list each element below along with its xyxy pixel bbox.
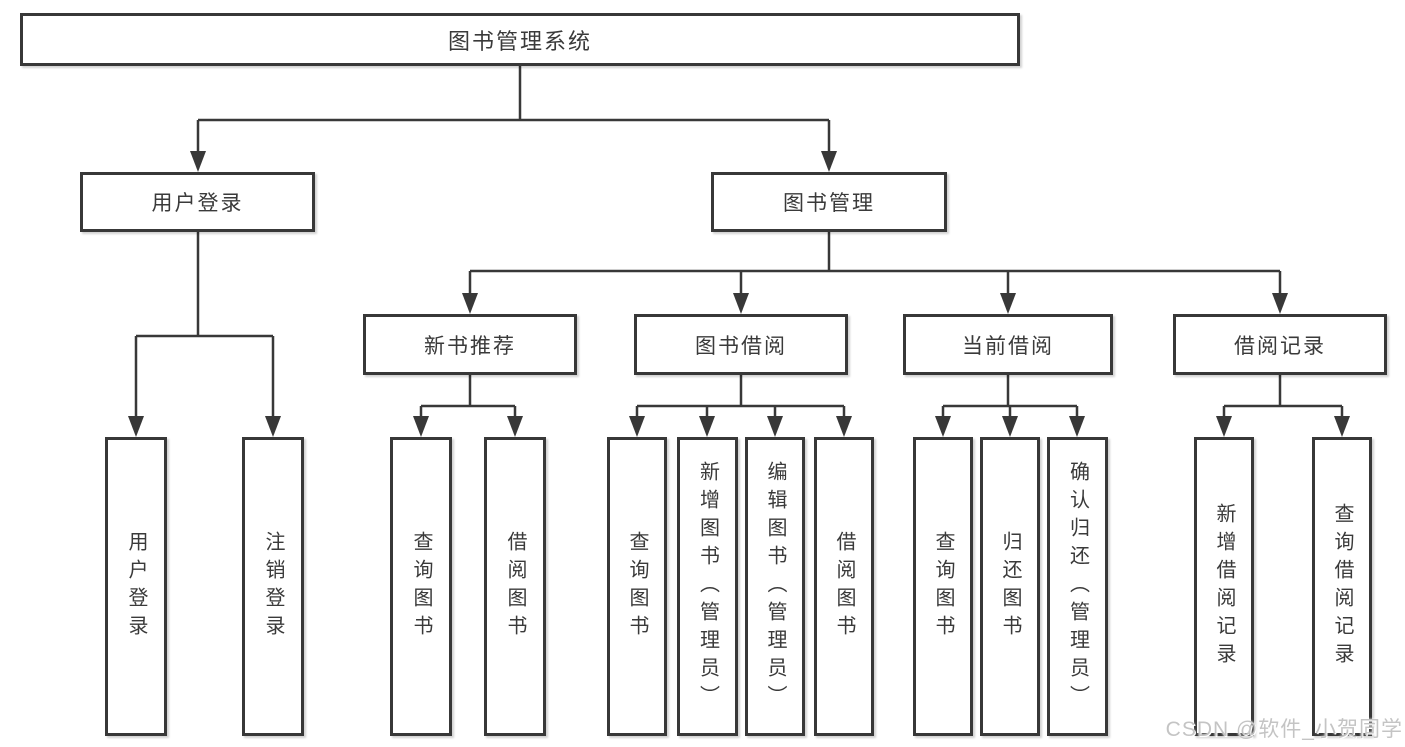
leaf-query-books-borrow: 查询图书 xyxy=(607,437,667,736)
node-root-book-management-system: 图书管理系统 xyxy=(20,13,1020,66)
node-user-login: 用户登录 xyxy=(80,172,315,232)
node-book-borrow: 图书借阅 xyxy=(634,314,848,375)
leaf-add-borrow-record: 新增借阅记录 xyxy=(1194,437,1254,736)
leaf-confirm-return-admin: 确认归还（管理员） xyxy=(1047,437,1108,736)
arrowhead-icons xyxy=(128,151,1350,437)
watermark: CSDN @软件_小贺同学 xyxy=(1165,718,1403,741)
leaf-borrow-books-recommend: 借阅图书 xyxy=(484,437,546,736)
leaf-logout: 注销登录 xyxy=(242,437,304,736)
leaf-query-books-recommend: 查询图书 xyxy=(390,437,452,736)
leaf-edit-books-admin: 编辑图书（管理员） xyxy=(745,437,805,736)
node-new-book-recommend: 新书推荐 xyxy=(363,314,577,375)
node-borrow-records: 借阅记录 xyxy=(1173,314,1387,375)
leaf-query-books-current: 查询图书 xyxy=(913,437,973,736)
leaf-borrow-books: 借阅图书 xyxy=(814,437,874,736)
node-book-management: 图书管理 xyxy=(711,172,947,232)
leaf-add-books-admin: 新增图书（管理员） xyxy=(677,437,738,736)
leaf-return-books: 归还图书 xyxy=(980,437,1040,736)
leaf-query-borrow-record: 查询借阅记录 xyxy=(1312,437,1372,736)
leaf-user-login: 用户登录 xyxy=(105,437,167,736)
node-current-borrow: 当前借阅 xyxy=(903,314,1113,375)
